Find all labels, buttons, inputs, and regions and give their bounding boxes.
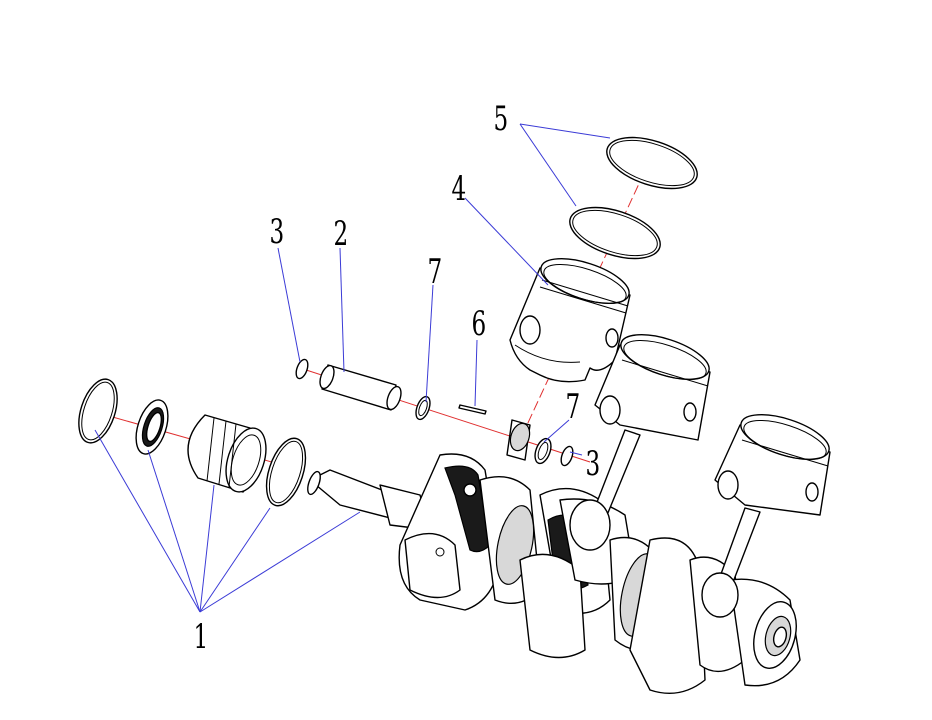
crankshaft [307, 453, 801, 694]
main-bearing [187, 414, 267, 493]
seal-ring-left [78, 378, 118, 444]
callout-2: 2 [333, 213, 348, 253]
callout-6: 6 [471, 303, 486, 343]
callout-1: 1 [193, 616, 208, 656]
callout-7-top: 7 [427, 251, 442, 291]
callout-4: 4 [451, 168, 466, 208]
piston-mounted-right [701, 414, 831, 618]
piston-mounted-middle [569, 334, 711, 551]
snap-ring-right [265, 437, 307, 507]
callout-labels: 1 2 3 3 4 5 6 7 7 [193, 98, 600, 656]
callout-7-right: 7 [565, 386, 580, 426]
piston-exploded [506, 258, 631, 461]
leader-lines [94, 123, 611, 613]
callout-5: 5 [493, 98, 508, 138]
callout-3-top: 3 [269, 211, 284, 251]
piston-rings [569, 136, 698, 260]
callout-3-right: 3 [585, 443, 600, 483]
oil-seal [135, 399, 169, 455]
wrist-pin-assembly [295, 358, 574, 467]
